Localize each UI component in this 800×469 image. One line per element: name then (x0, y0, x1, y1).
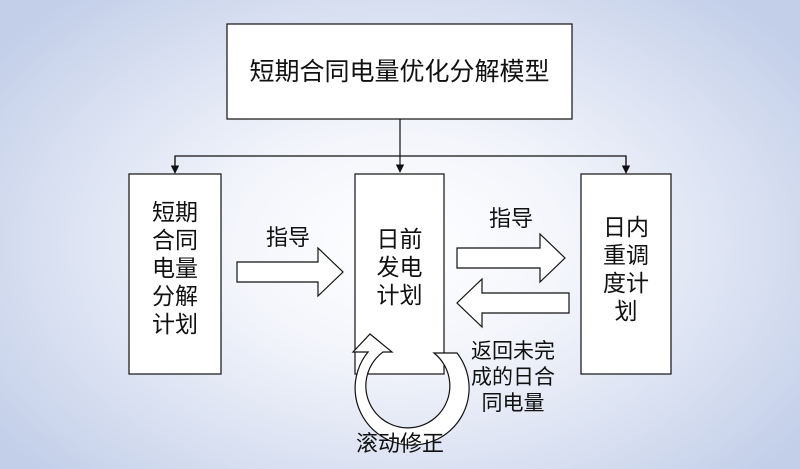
guide-arrow-right-label: 指导 (489, 207, 533, 232)
rolling-correction-label: 滚动修正 (356, 432, 444, 457)
return-label-line-2: 成的日合 (471, 365, 555, 389)
left-box-line-4: 分解 (152, 284, 198, 310)
return-label-line-3: 同电量 (482, 391, 545, 415)
left-box-line-5: 计划 (152, 312, 198, 338)
top-box: 短期合同电量优化分解模型 (226, 23, 573, 120)
right-box-line-1: 日内 (603, 215, 649, 241)
center-box-line-1: 日前 (377, 227, 423, 253)
right-box-line-2: 重调 (603, 243, 649, 269)
left-box: 短期 合同 电量 分解 计划 (128, 173, 222, 375)
left-box-line-3: 电量 (152, 256, 198, 282)
guide-arrow-left: 指导 (236, 226, 344, 298)
return-label-line-1: 返回未完 (471, 339, 555, 363)
right-box-line-3: 度计 (603, 271, 649, 297)
guide-arrow-right: 指导 (456, 207, 566, 284)
guide-arrow-left-label: 指导 (266, 226, 310, 251)
connectors (170, 119, 631, 174)
center-box-line-3: 计划 (377, 283, 423, 309)
top-box-label: 短期合同电量优化分解模型 (249, 57, 549, 86)
center-box-line-2: 发电 (377, 255, 423, 281)
return-arrow: 返回未完 成的日合 同电量 (456, 277, 570, 415)
rolling-correction-arrow: 滚动修正 (351, 333, 470, 457)
left-box-line-2: 合同 (152, 228, 198, 254)
left-box-line-1: 短期 (152, 200, 198, 226)
right-box: 日内 重调 度计 划 (580, 173, 672, 375)
right-box-line-4: 划 (615, 299, 638, 325)
